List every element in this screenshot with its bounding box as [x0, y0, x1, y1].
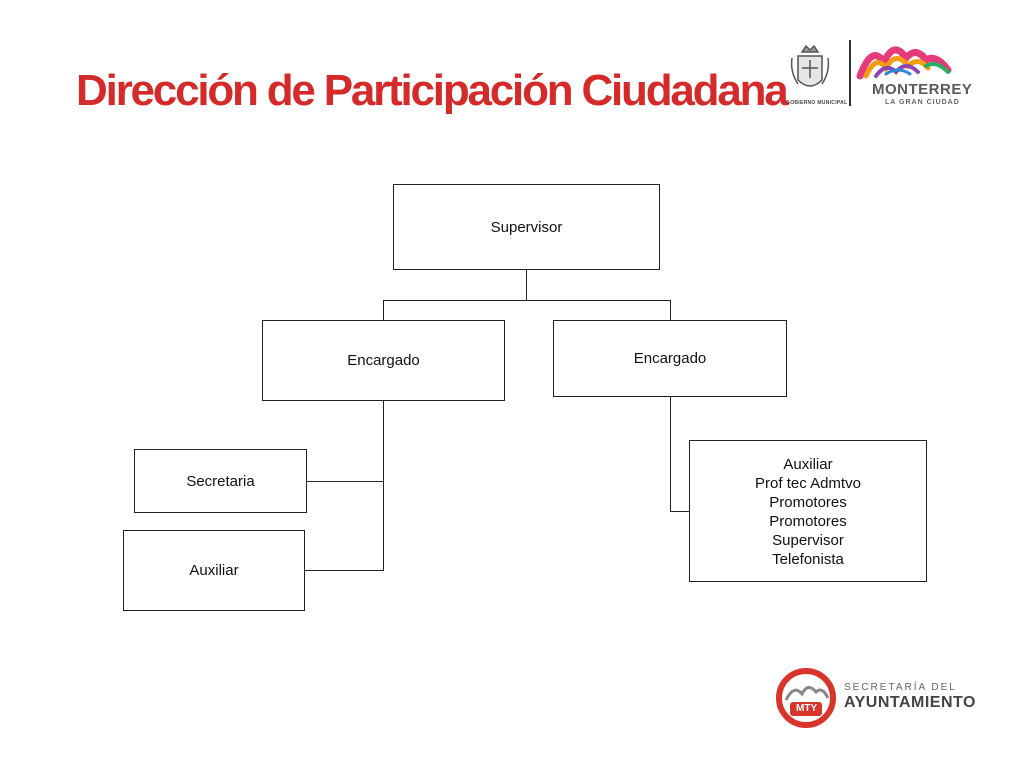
staff-item: Supervisor — [772, 532, 844, 549]
org-node-label: Encargado — [347, 352, 420, 369]
page-title: Dirección de Participación Ciudadana — [76, 66, 789, 115]
org-node-supervisor: Supervisor — [393, 184, 660, 270]
staff-item: Telefonista — [772, 551, 844, 568]
connector — [307, 480, 384, 482]
secretaria-caption: SECRETARÍA DEL — [844, 682, 957, 693]
municipal-seal-icon — [790, 40, 952, 106]
org-node-staff-list: Auxiliar Prof tec Admtvo Promotores Prom… — [689, 440, 927, 582]
connector — [382, 300, 384, 320]
org-node-encargado-right: Encargado — [553, 320, 787, 397]
org-node-secretaria: Secretaria — [134, 449, 307, 513]
org-node-label: Encargado — [633, 350, 707, 367]
staff-item: Promotores — [769, 494, 847, 511]
connector — [304, 569, 384, 571]
connector — [525, 270, 527, 300]
footer-logo: MTY SECRETARÍA DEL AYUNTAMIENTO — [774, 666, 994, 730]
org-node-auxiliar: Auxiliar — [123, 530, 305, 611]
org-node-label: Supervisor — [490, 219, 563, 236]
org-node-label: Auxiliar — [189, 562, 239, 579]
seal-text: MTY — [796, 703, 818, 714]
connector — [669, 300, 671, 320]
org-node-encargado-left: Encargado — [262, 320, 505, 401]
city-name: MONTERREY — [872, 81, 973, 98]
ayuntamiento-caption: AYUNTAMIENTO — [844, 694, 976, 711]
staff-item: Prof tec Admtvo — [755, 475, 861, 492]
city-tagline: LA GRAN CIUDAD — [885, 99, 960, 106]
staff-item: Promotores — [769, 513, 847, 530]
staff-item: Auxiliar — [783, 456, 833, 473]
connector — [669, 396, 671, 511]
mty-seal-icon — [776, 668, 836, 728]
header-logos: GOBIERNO MUNICIPAL MONTERREY LA GRAN CIU… — [786, 36, 986, 112]
connector — [670, 510, 690, 512]
connector — [382, 400, 384, 571]
connector — [383, 299, 671, 301]
org-node-label: Secretaria — [186, 472, 255, 490]
municipal-caption: GOBIERNO MUNICIPAL — [786, 100, 848, 106]
